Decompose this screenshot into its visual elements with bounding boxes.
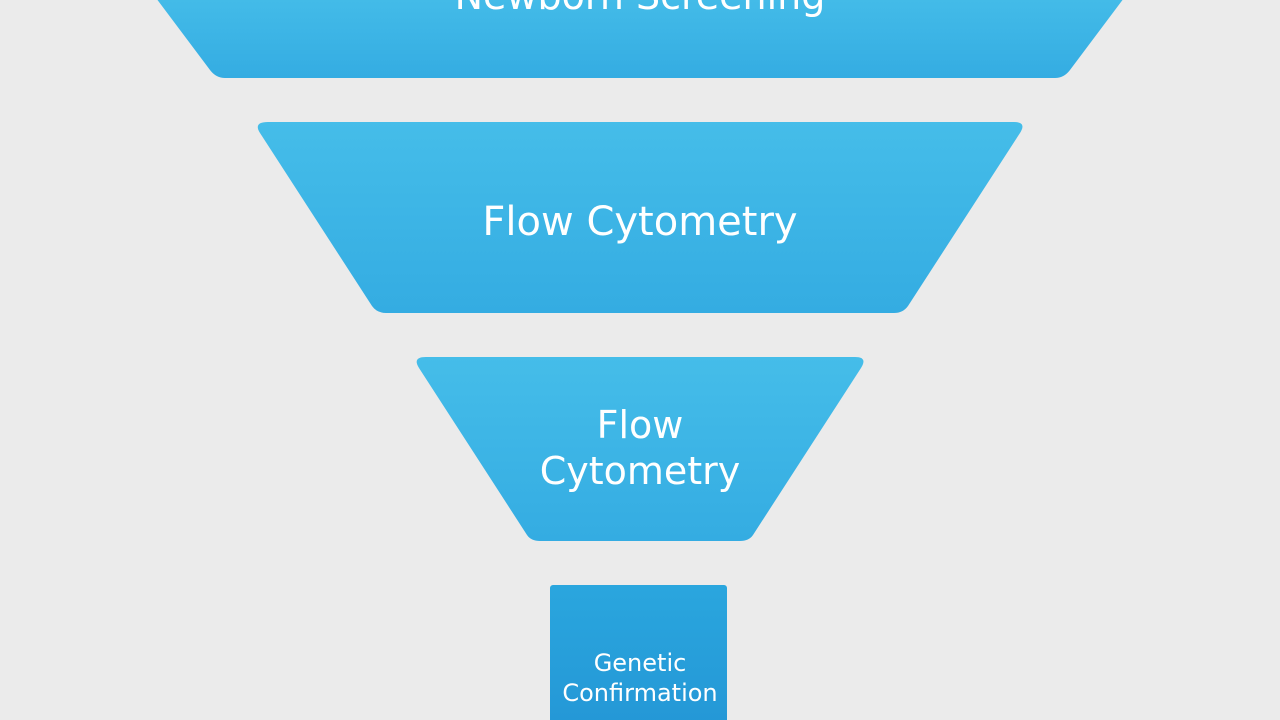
funnel-stage-label-newborn-screening: Newborn Screening <box>240 0 1040 26</box>
funnel-stage-label-flow-cytometry-2: Flow Cytometry <box>539 403 741 493</box>
funnel-stage-3-shape <box>550 585 727 720</box>
funnel-stage-0-shape <box>157 0 1123 78</box>
funnel-stage-label-flow-cytometry: Flow Cytometry <box>482 199 798 245</box>
funnel-stage-2-shape <box>416 357 864 541</box>
funnel-stage-1-shape <box>257 122 1023 313</box>
funnel-stage-label-genetic-confirmation: Genetic Confirmation <box>562 649 718 707</box>
